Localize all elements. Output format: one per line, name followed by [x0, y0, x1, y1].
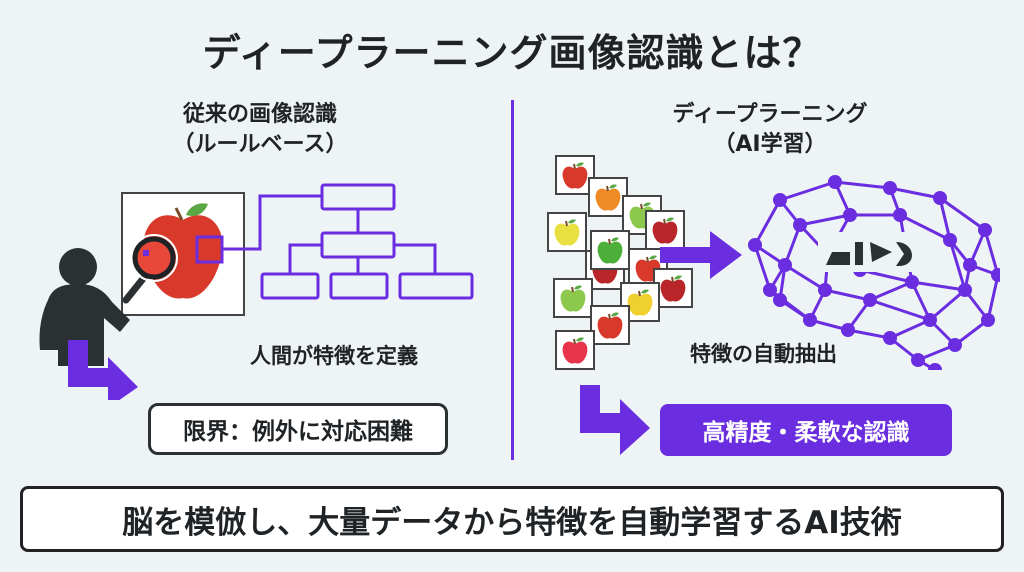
network-link: [753, 199, 782, 246]
apple-icon: [627, 289, 653, 316]
network-node: [911, 353, 925, 367]
network-node: [905, 275, 919, 289]
left-heading: 従来の画像認識 （ルールベース）: [130, 100, 390, 160]
network-link: [834, 180, 891, 190]
network-link: [929, 288, 966, 322]
network-node: [893, 208, 907, 222]
apple-image-tile: [588, 177, 628, 217]
network-node: [843, 208, 857, 222]
ai-logo: [826, 242, 912, 266]
network-node: [778, 258, 792, 272]
apple-icon: [562, 162, 588, 189]
arrow-icon: [580, 385, 650, 455]
arrow-icon: [660, 231, 742, 279]
left-caption: 人間が特徴を定義: [250, 344, 418, 368]
network-link: [799, 213, 851, 227]
network-node: [981, 313, 995, 327]
network-node: [978, 223, 992, 237]
network-node: [763, 283, 777, 297]
apple-icon: [554, 219, 580, 246]
magnifier-icon: [122, 234, 178, 304]
network-link: [939, 196, 986, 232]
network-node: [793, 218, 807, 232]
network-link: [824, 288, 871, 302]
network-node: [943, 233, 957, 247]
network-link: [899, 213, 951, 242]
apple-icon: [597, 237, 623, 264]
network-link: [784, 263, 826, 292]
network-node: [933, 191, 947, 205]
network-node: [773, 293, 787, 307]
network-node: [841, 323, 855, 337]
right-heading-line1: ディープラーニング: [672, 102, 868, 127]
network-link: [889, 186, 941, 200]
apple-image-tile: [590, 230, 630, 270]
network-link: [869, 298, 931, 322]
apple-icon: [652, 217, 678, 244]
network-node: [883, 331, 897, 345]
apple-icon: [560, 285, 586, 312]
network-link: [910, 281, 932, 321]
network-link: [948, 239, 967, 291]
neural-network-brain-icon: [748, 175, 1000, 370]
apple-image-tile: [645, 210, 685, 250]
network-node: [863, 293, 877, 307]
network-node: [748, 238, 762, 252]
network-link: [783, 224, 802, 266]
network-link: [847, 328, 891, 340]
apple-image-tile: [553, 278, 593, 318]
network-node: [948, 338, 962, 352]
network-node: [928, 363, 942, 370]
network-link: [779, 180, 836, 202]
right-heading-line2: （AI学習）: [713, 132, 827, 157]
apple-icon: [595, 184, 621, 211]
network-node: [818, 283, 832, 297]
network-node: [883, 181, 897, 195]
apple-image-tile: [555, 330, 595, 370]
person-icon: [39, 248, 131, 366]
left-heading-line1: 従来の画像認識: [182, 102, 337, 127]
apple-icon: [660, 275, 686, 302]
right-caption: 特徴の自動抽出: [690, 342, 837, 366]
apple-image-tile: [590, 305, 630, 345]
network-node: [991, 268, 1000, 282]
apple-icon: [597, 312, 623, 339]
network-link: [889, 318, 931, 340]
rule-based-illustration: [39, 183, 474, 400]
network-node: [963, 258, 977, 272]
network-link: [869, 280, 913, 302]
feature-tree-diagram: [222, 183, 474, 300]
apple-image-tile: [547, 212, 587, 252]
network-node: [773, 193, 787, 207]
network-link: [983, 229, 1000, 276]
high-accuracy-box: 高精度・柔軟な認識: [660, 404, 952, 456]
arrow-icon: [68, 340, 138, 400]
network-node: [828, 175, 842, 189]
network-link: [911, 280, 966, 292]
network-node: [923, 313, 937, 327]
summary-banner: 脳を模倣し、大量データから特徴を自動学習するAI技術: [20, 486, 1004, 552]
apple-icon: [562, 337, 588, 364]
network-link: [986, 274, 1000, 321]
right-heading: ディープラーニング （AI学習）: [620, 100, 920, 160]
page-title: ディープラーニング画像認識とは？: [202, 31, 822, 75]
apple-image-tile: [555, 155, 595, 195]
section-divider: [511, 100, 514, 460]
left-heading-line2: （ルールベース）: [172, 132, 348, 157]
network-link: [938, 197, 952, 241]
network-link: [753, 244, 772, 291]
limitation-box: 限界：例外に対応困難: [148, 403, 448, 455]
network-node: [958, 283, 972, 297]
network-node: [803, 313, 817, 327]
